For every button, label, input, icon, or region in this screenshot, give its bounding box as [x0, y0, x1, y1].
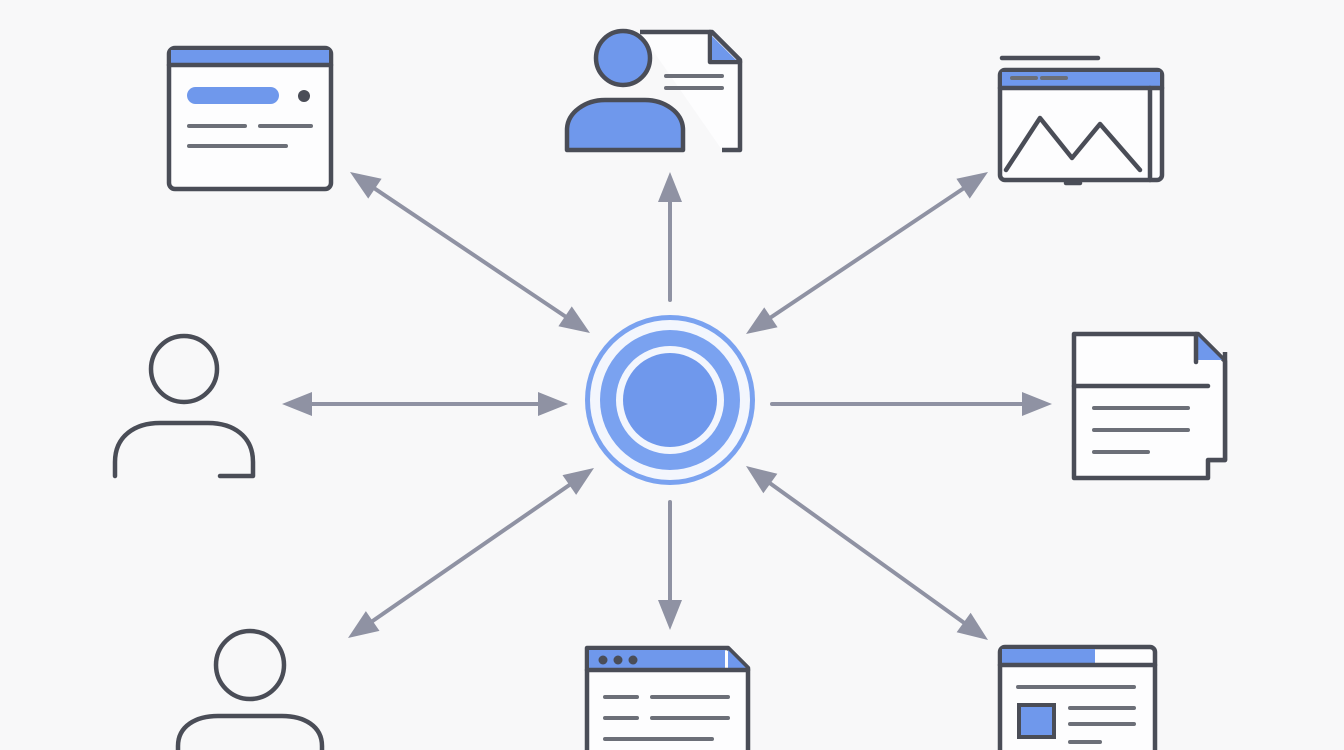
hub-node-icon — [585, 315, 755, 485]
arrowhead-hub-article-window-bottom-right — [746, 466, 778, 494]
browser-window-icon — [166, 45, 334, 192]
arrowhead-browser-window-bottom — [658, 600, 682, 630]
arrowhead-user-bottom-left — [348, 611, 380, 638]
arrowhead-hub-user-left — [538, 392, 568, 416]
connector-line-article-window-bottom-right — [763, 478, 971, 628]
image-window-icon — [997, 55, 1165, 186]
connector-line-browser-window-top-left — [367, 183, 573, 322]
connector-line-image-window-top-right — [763, 183, 971, 323]
arrowhead-user-profile-document-top — [658, 172, 682, 202]
arrowhead-image-window-top-right — [956, 172, 988, 199]
user-icon — [175, 628, 325, 750]
browser-window-icon — [584, 645, 751, 750]
arrowhead-hub-browser-window-top-left — [558, 306, 590, 333]
arrowhead-browser-window-top-left — [350, 172, 382, 199]
arrowhead-article-window-bottom-right — [956, 612, 988, 640]
arrowhead-hub-image-window-top-right — [746, 307, 778, 334]
user-document-icon — [564, 28, 743, 153]
arrowhead-hub-user-bottom-left — [562, 468, 594, 495]
connectors — [282, 172, 1052, 640]
arrowhead-user-left — [282, 392, 312, 416]
user-icon — [112, 333, 256, 479]
arrowhead-document-stack-right — [1022, 392, 1052, 416]
document-icon — [1071, 331, 1228, 481]
article-window-icon — [997, 644, 1158, 750]
connector-line-user-bottom-left — [365, 479, 577, 627]
